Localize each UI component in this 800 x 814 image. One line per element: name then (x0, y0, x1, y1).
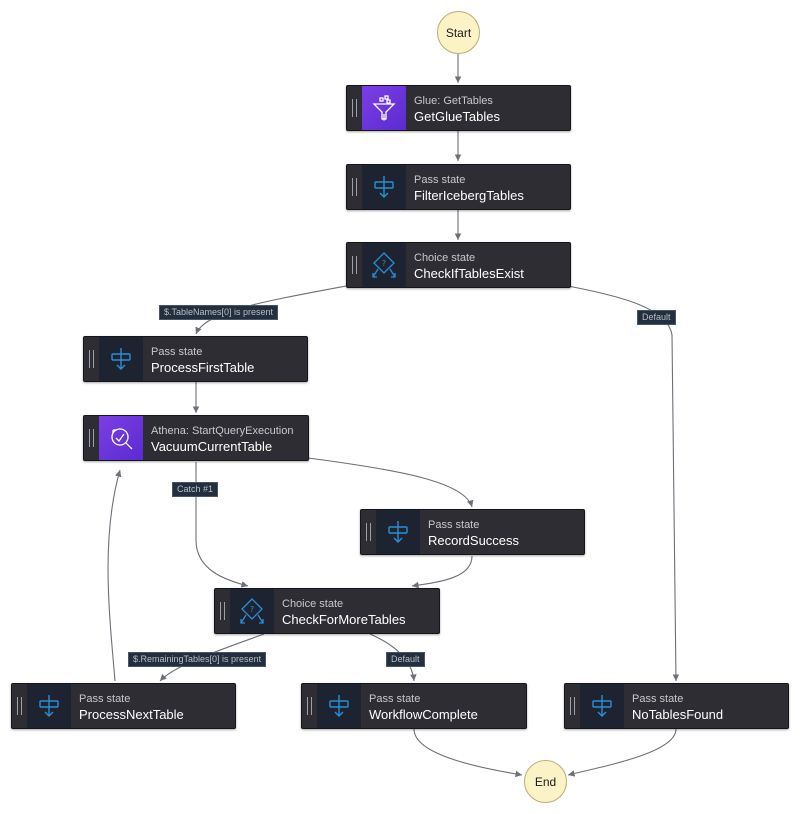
edge-label-remainingtables-present: $.RemainingTables[0] is present (128, 652, 267, 667)
edge-notablesfound-to-end (567, 728, 677, 777)
edge-label-catch: Catch #1 (172, 482, 219, 497)
start-label: Start (445, 25, 472, 40)
state-recordsuccess[interactable]: Pass state RecordSuccess (360, 509, 585, 555)
drag-handle-icon[interactable] (215, 589, 230, 633)
state-name: NoTablesFound (632, 707, 724, 722)
edge-processnext-to-vacuum (107, 469, 122, 682)
state-notablesfound[interactable]: Pass state NoTablesFound (564, 683, 789, 729)
state-checkformoretables[interactable]: ? Choice state CheckForMoreTables (214, 588, 440, 634)
pass-state-icon (99, 337, 143, 381)
edge-vacuum-to-checkformore (195, 462, 249, 588)
edge-vacuum-to-recordsuccess (307, 457, 474, 508)
edge-label-default: Default (637, 310, 676, 325)
state-type: Pass state (79, 693, 131, 705)
state-name: CheckForMoreTables (282, 612, 406, 627)
athena-icon (99, 416, 143, 460)
drag-handle-icon[interactable] (347, 243, 362, 287)
svg-text:?: ? (382, 259, 386, 268)
state-type: Athena: StartQueryExecution (151, 425, 294, 437)
drag-handle-icon[interactable] (565, 684, 580, 728)
state-checkiftablesexist[interactable]: ? Choice state CheckIfTablesExist (346, 242, 571, 288)
drag-handle-icon[interactable] (302, 684, 317, 728)
state-name: RecordSuccess (428, 533, 520, 548)
pass-state-icon (27, 684, 71, 728)
state-name: ProcessFirstTable (151, 360, 255, 375)
drag-handle-icon[interactable] (347, 86, 362, 130)
drag-handle-icon[interactable] (361, 510, 376, 554)
drag-handle-icon[interactable] (12, 684, 27, 728)
state-filtericebergtables[interactable]: Pass state FilterIcebergTables (346, 164, 571, 210)
state-type: Pass state (414, 174, 466, 186)
pass-state-icon (376, 510, 420, 554)
drag-handle-icon[interactable] (84, 416, 99, 460)
state-name: GetGlueTables (414, 109, 500, 124)
choice-state-icon: ? (230, 589, 274, 633)
edge-label-default: Default (386, 652, 425, 667)
state-processnexttable[interactable]: Pass state ProcessNextTable (11, 683, 236, 729)
edge-label-tablenames-present: $.TableNames[0] is present (159, 305, 279, 320)
state-type: Pass state (369, 693, 421, 705)
pass-state-icon (580, 684, 624, 728)
svg-text:?: ? (250, 605, 254, 614)
state-type: Choice state (282, 598, 344, 610)
state-name: ProcessNextTable (79, 707, 184, 722)
start-node[interactable]: Start (437, 11, 480, 54)
glue-icon (362, 86, 406, 130)
choice-state-icon: ? (362, 243, 406, 287)
pass-state-icon (317, 684, 361, 728)
state-vacuumcurrenttable[interactable]: Athena: StartQueryExecution VacuumCurren… (83, 415, 309, 461)
state-type: Pass state (151, 346, 203, 358)
state-getgluetables[interactable]: Glue: GetTables GetGlueTables (346, 85, 571, 131)
edge-recordsuccess-to-checkformore (411, 555, 473, 589)
state-processfirsttable[interactable]: Pass state ProcessFirstTable (83, 336, 308, 382)
state-name: WorkflowComplete (369, 707, 478, 722)
state-type: Glue: GetTables (414, 95, 493, 107)
pass-state-icon (362, 165, 406, 209)
state-type: Choice state (414, 252, 476, 264)
state-workflowcomplete[interactable]: Pass state WorkflowComplete (301, 683, 527, 729)
edge-checkexist-to-notablesfound (567, 285, 680, 682)
drag-handle-icon[interactable] (84, 337, 99, 381)
state-type: Pass state (428, 519, 480, 531)
edge-workflowcomplete-to-end (413, 728, 523, 778)
end-label: End (534, 774, 557, 789)
drag-handle-icon[interactable] (347, 165, 362, 209)
end-node[interactable]: End (524, 760, 567, 803)
state-name: FilterIcebergTables (414, 188, 524, 203)
state-type: Pass state (632, 693, 684, 705)
state-name: VacuumCurrentTable (151, 439, 273, 454)
state-name: CheckIfTablesExist (414, 266, 524, 281)
